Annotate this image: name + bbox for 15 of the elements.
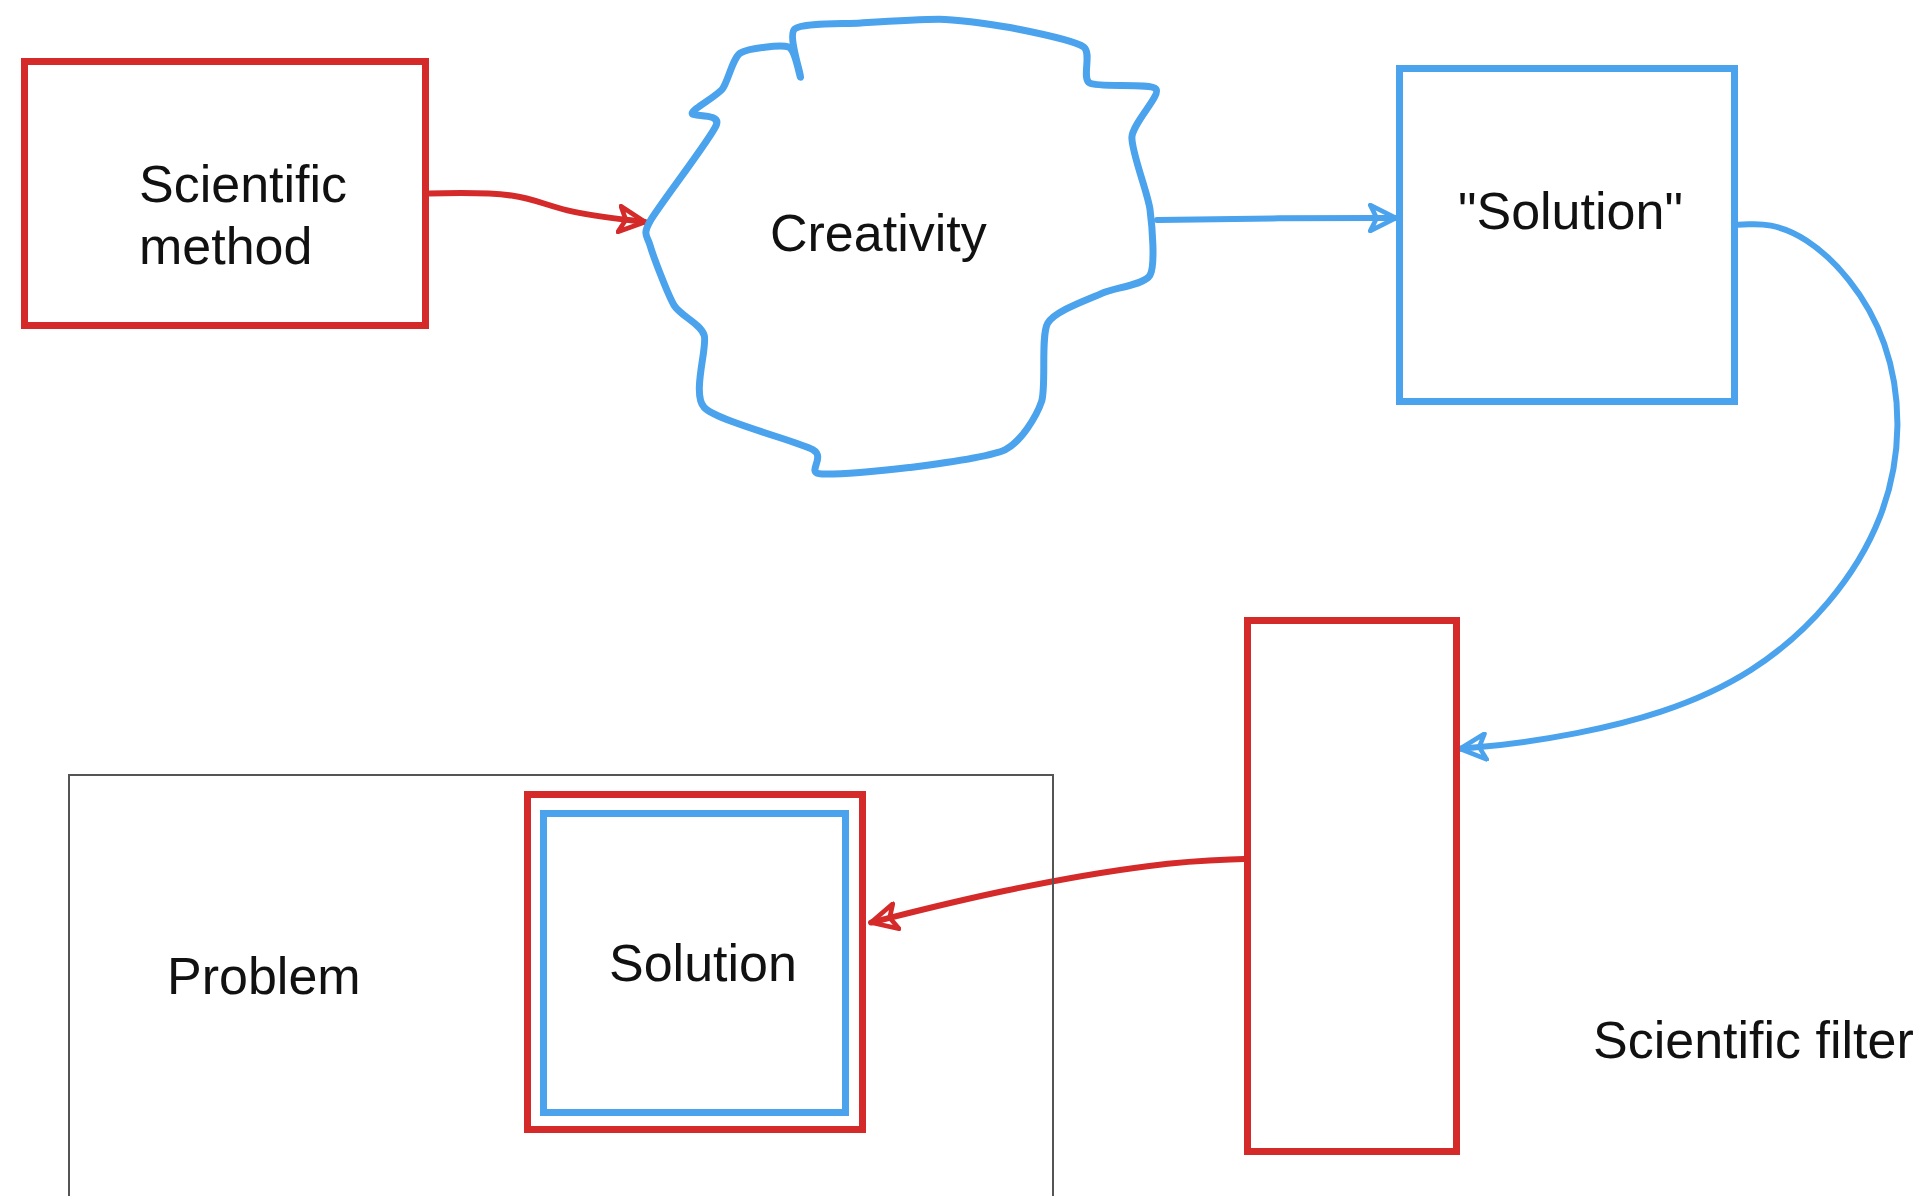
node-label: Scientific method (139, 154, 349, 278)
outer-box (524, 791, 866, 1133)
arrow (426, 190, 648, 235)
problem-box (68, 774, 1054, 1196)
process-box (21, 58, 429, 329)
arrow (1154, 202, 1399, 234)
arrow (1457, 221, 1901, 762)
node-label: "Solution" (1458, 181, 1683, 242)
solution-box (540, 810, 849, 1116)
node-label: Creativity (770, 203, 987, 264)
process-box (1396, 65, 1738, 405)
node-label: Solution (609, 933, 797, 994)
arrow (868, 856, 1247, 932)
node-caption: Scientific filter (1593, 1010, 1914, 1071)
node-label: Problem (167, 946, 361, 1007)
